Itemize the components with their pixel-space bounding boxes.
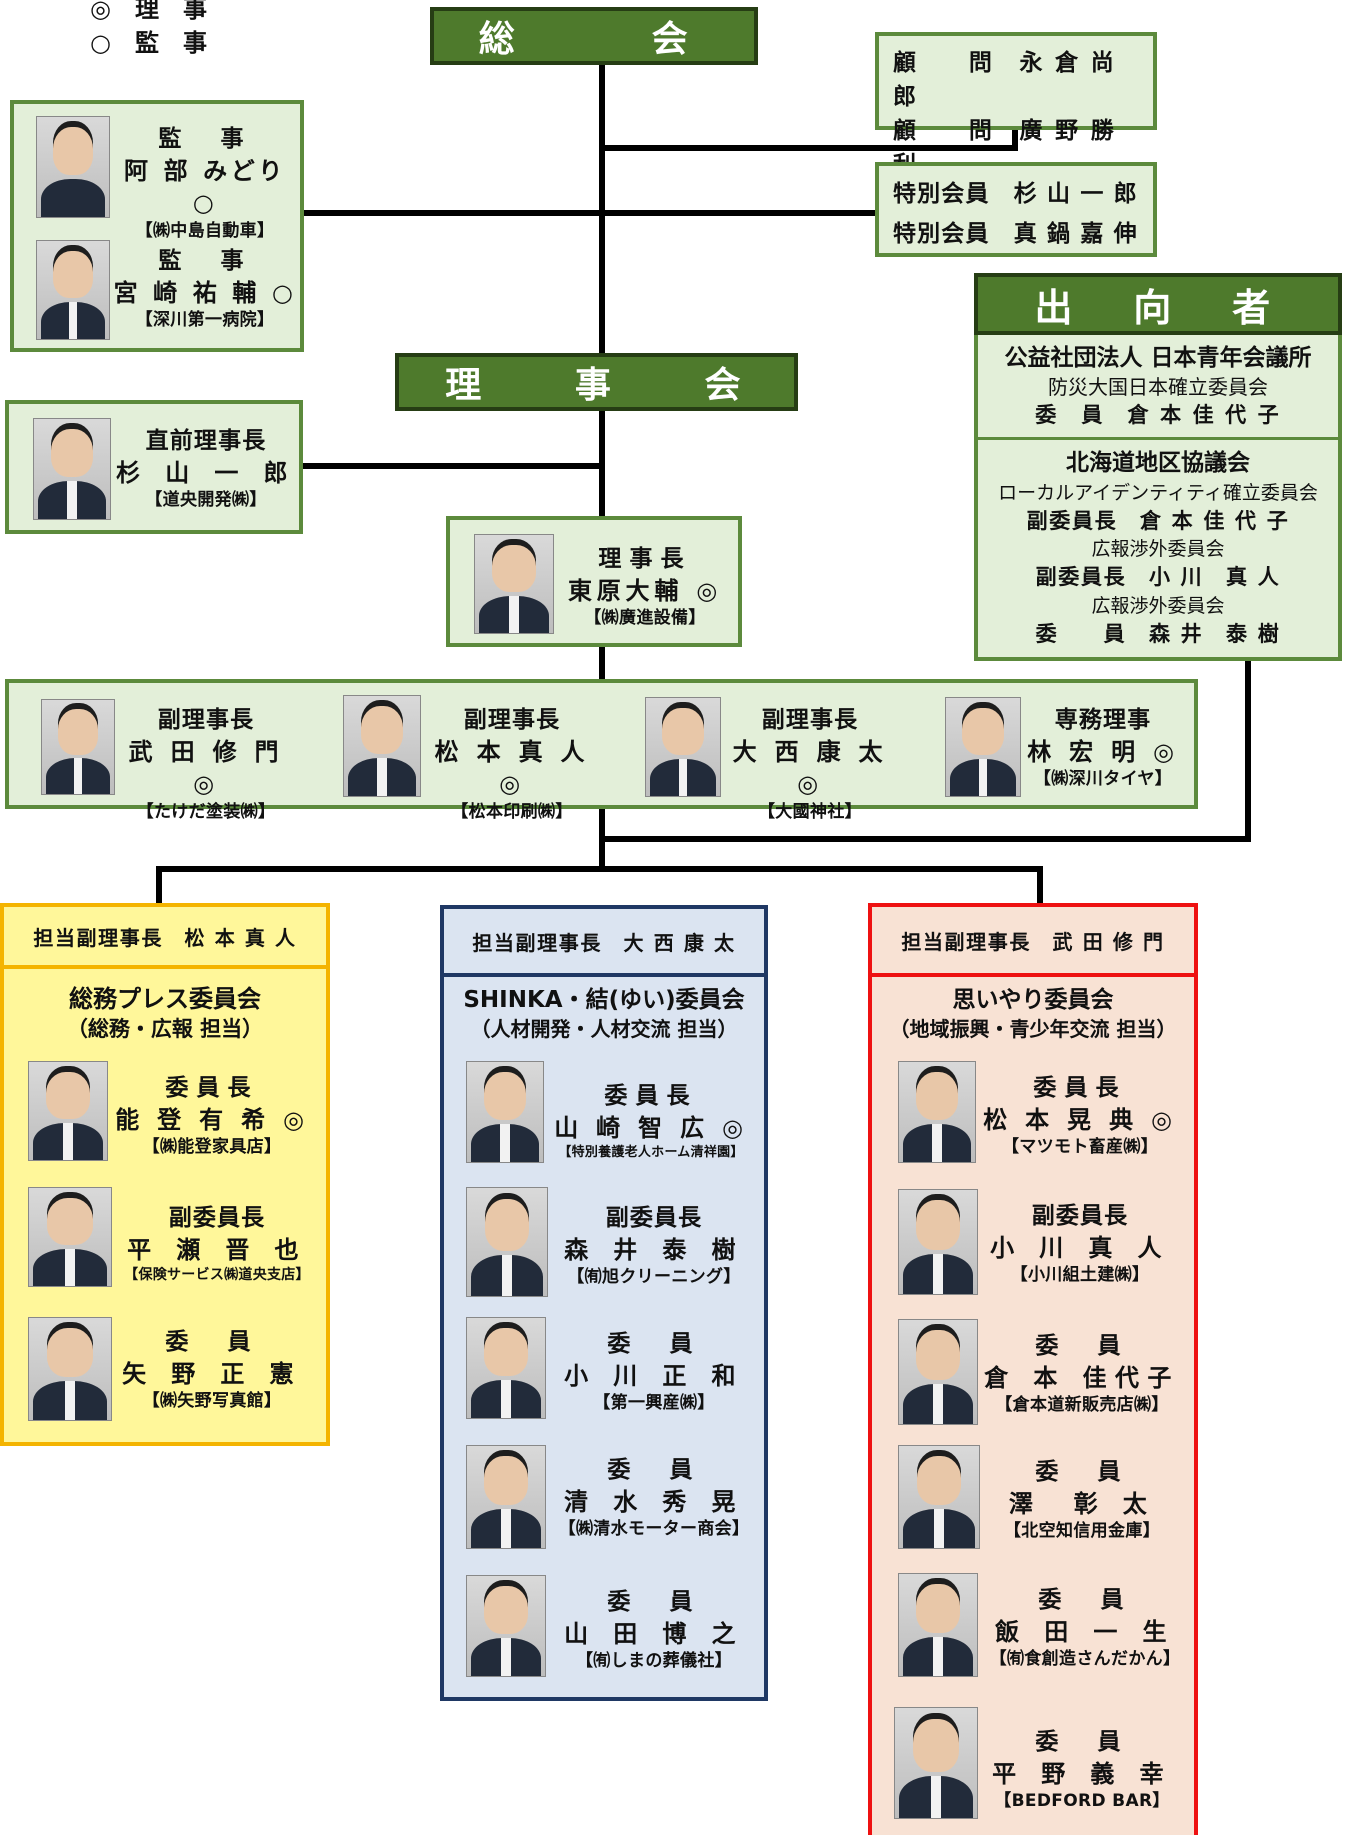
avatar [474,534,554,634]
person-card: 委 員 平 野 義 幸 【BEDFORD BAR】 [992,1729,1172,1812]
connector-dispatch-h [602,836,1251,842]
avatar [898,1189,978,1295]
advisor-box: 顧 問 永 倉 尚 郎 顧 問 廣 野 勝 利 [875,32,1157,178]
connector-committee-right [1037,866,1043,906]
special-member-line: 特別会員 杉 山 一 郎 [893,181,1138,207]
avatar [645,697,721,797]
person-card: 委 員 清 水 秀 晃 【㈱清水モーター商会】 [558,1457,750,1540]
connector-dispatch-v [1245,660,1251,842]
dispatch-jc: 公益社団法人 日本青年会議所 防災大国日本確立委員会 委 員 倉 本 佳 代 子 [1004,345,1312,428]
person-card: 委 員 飯 田 一 生 【㈲食創造さんだかん】 [989,1587,1181,1670]
board-header: 理 事 会 [395,353,798,411]
avatar [33,418,111,520]
avatar [28,1317,112,1421]
avatar [898,1573,978,1677]
avatar [898,1445,980,1549]
person-card: 委 員 矢 野 正 憲 【㈱矢野写真館】 [122,1329,302,1412]
avatar [36,116,110,218]
person-card: 直前理事長 杉 山 一 郎 【道央開発㈱】 [116,428,296,511]
connector-auditor [300,210,878,216]
special-member-line: 特別会員 真 鍋 嘉 伸 [893,221,1138,247]
person-card: 委員長 能 登 有 希 ◎ 【㈱能登家具店】 [115,1075,309,1158]
avatar [28,1187,112,1287]
person-card: 委員長 山 崎 智 広 ◎ 【特別養護老人ホーム清祥園】 [554,1083,748,1161]
committee-title: 思いやり委員会 （地域振興・青少年交流 担当） [889,987,1177,1042]
legend-row: ○ 監 事 [90,29,207,57]
avatar [898,1061,976,1163]
general-assembly-header: 総 会 [430,7,758,65]
avatar [945,697,1021,797]
committee-general-press: 担当副理事長 松 本 真 人 総務プレス委員会 （総務・広報 担当） 委員長 能… [0,903,330,1446]
person-card: 副理事長 松 本 真 人 ◎ 【松本印刷㈱】 [434,707,590,822]
person-card: 専務理事 林 宏 明 ◎ 【㈱深川タイヤ】 [1027,707,1179,790]
connector-committee-left [156,866,162,906]
auditor-box: 監 事 阿 部 みどり ○ 【㈱中島自動車】 監 事 宮 崎 祐 輔 ○ 【深川… [10,100,304,352]
person-card: 副委員長 森 井 泰 樹 【㈲旭クリーニング】 [564,1205,744,1288]
person-card: 副理事長 大 西 康 太 ◎ 【大國神社】 [732,707,888,822]
avatar [28,1061,108,1161]
connector-pastchair [300,463,602,469]
person-card: 副委員長 平 瀬 晋 也 【保険サービス㈱道央支店】 [124,1205,310,1284]
avatar [466,1445,546,1549]
avatar [466,1575,546,1677]
committee-header: 担当副理事長 松 本 真 人 [4,907,326,969]
avatar [466,1187,548,1297]
avatar [894,1707,978,1819]
dispatch-box: 出 向 者 公益社団法人 日本青年会議所 防災大国日本確立委員会 委 員 倉 本… [974,273,1342,661]
legend-row: ◎ 理 事 [90,0,207,23]
dispatch-hokkaido: 北海道地区協議会 ローカルアイデンティティ確立委員会 副委員長 倉 本 佳 代 … [998,450,1318,647]
person-card: 委 員 山 田 博 之 【㈲しまの葬儀社】 [564,1589,744,1672]
special-member-box: 特別会員 杉 山 一 郎 特別会員 真 鍋 嘉 伸 [875,162,1157,257]
person-card: 副理事長 武 田 修 門 ◎ 【たけだ塗装㈱】 [128,707,284,822]
connector-advisor [602,145,1018,151]
avatar [36,240,110,340]
advisor-line: 顧 問 永 倉 尚 郎 [893,50,1117,110]
person-card: 委 員 小 川 正 和 【第一興産㈱】 [564,1331,744,1414]
avatar [343,695,421,797]
person-card: 委 員 倉 本 佳代子 【倉本道新販売店㈱】 [984,1333,1180,1416]
chairman-box: 理事長 東原大輔 ◎ 【㈱廣進設備】 [446,516,742,647]
committee-title: 総務プレス委員会 （総務・広報 担当） [66,985,264,1042]
legend: ◎ 理 事 ○ 監 事 [90,0,250,62]
avatar [41,699,115,795]
person-card: 理事長 東原大輔 ◎ 【㈱廣進設備】 [567,546,723,629]
vice-chair-row: 副理事長 武 田 修 門 ◎ 【たけだ塗装㈱】 副理事長 松 本 真 人 ◎ 【… [5,679,1198,822]
dispatch-header: 出 向 者 [974,273,1342,335]
person-card: 委員長 松 本 晃 典 ◎ 【マツモト畜産㈱】 [983,1075,1177,1158]
connector-advisor-drop [1012,130,1018,151]
committee-shinka-yui: 担当副理事長 大 西 康 太 SHINKA・結(ゆい)委員会 （人材開発・人材交… [440,905,768,1701]
committee-omoiyari: 担当副理事長 武 田 修 門 思いやり委員会 （地域振興・青少年交流 担当） 委… [868,903,1198,1835]
avatar [898,1319,978,1425]
person-card: 監 事 宮 崎 祐 輔 ○ 【深川第一病院】 [113,248,297,331]
dispatch-divider [978,437,1338,440]
person-card: 副委員長 小 川 真 人 【小川組土建㈱】 [990,1203,1170,1286]
connector-committees-h [156,866,1043,872]
avatar [466,1317,546,1419]
avatar [466,1061,544,1163]
past-chair-box: 直前理事長 杉 山 一 郎 【道央開発㈱】 [5,400,303,534]
committee-header: 担当副理事長 大 西 康 太 [444,909,764,977]
committee-header: 担当副理事長 武 田 修 門 [872,907,1194,977]
person-card: 委 員 澤 彰 太 【北空知信用金庫】 [1003,1459,1161,1542]
connector-main-vertical [599,60,605,870]
committee-title: SHINKA・結(ゆい)委員会 （人材開発・人材交流 担当） [463,987,745,1042]
person-card: 監 事 阿 部 みどり ○ 【㈱中島自動車】 [124,126,286,241]
